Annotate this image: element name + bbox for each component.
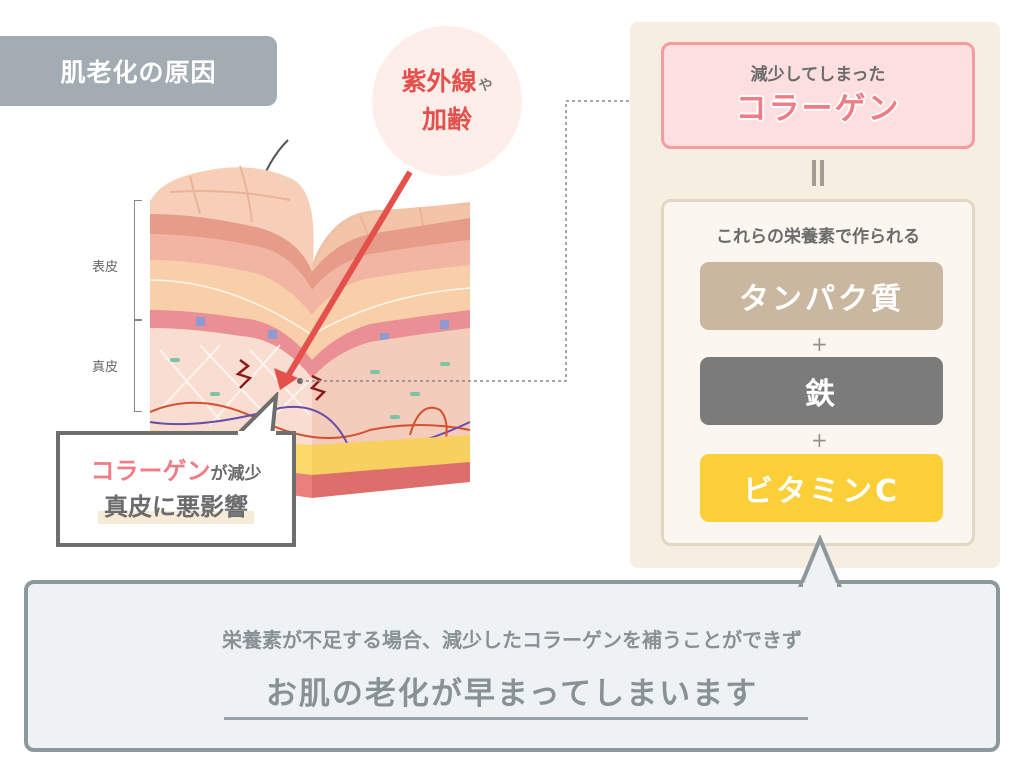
collagen-title: コラーゲン [735,90,901,127]
conclusion-underline [224,717,808,720]
epidermis-bracket [134,200,142,320]
nutrient-vitamin-c: ビタミンC [700,454,943,522]
callout-line-1: コラーゲンが減少 [91,455,262,490]
epidermis-label: 表皮 [92,260,119,275]
section-title: 肌老化の原因 [0,36,277,106]
collagen-subtitle: 減少してしまった [750,64,886,85]
equals-sign [811,160,825,186]
collagen-decrease-callout: コラーゲンが減少 真皮に悪影響 [56,431,296,547]
nutrient-iron: 鉄 [700,357,943,425]
cause-uv: 紫外線 [401,67,477,96]
callout-line-2: 真皮に悪影響 [98,489,254,524]
cause-conjunction: や [478,78,493,94]
nutrient-protein: タンパク質 [700,262,943,330]
plus-sign: + [811,332,828,356]
summary-tail [798,535,842,587]
nutrients-title: これらの栄養素で作られる [716,227,920,247]
cause-circle: 紫外線や 加齢 [372,26,522,176]
summary-conclusion: お肌の老化が早まってしまいます [265,676,759,712]
cause-aging: 加齢 [421,105,472,134]
callout-tail-cover [238,431,276,437]
cause-line-1: 紫外線や [401,65,492,103]
dermis-bracket [134,320,142,412]
dermis-label: 真皮 [92,360,119,375]
dotted-connector [300,98,653,382]
plus-sign: + [811,428,828,452]
reduced-collagen-box: 減少してしまった コラーゲン [661,42,975,149]
summary-box: 栄養素が不足する場合、減少したコラーゲンを補うことができず お肌の老化が早まって… [24,580,1000,752]
callout-collagen: コラーゲン [90,456,211,485]
summary-line-1: 栄養素が不足する場合、減少したコラーゲンを補うことができず [222,628,802,652]
callout-decrease: が減少 [210,463,262,484]
